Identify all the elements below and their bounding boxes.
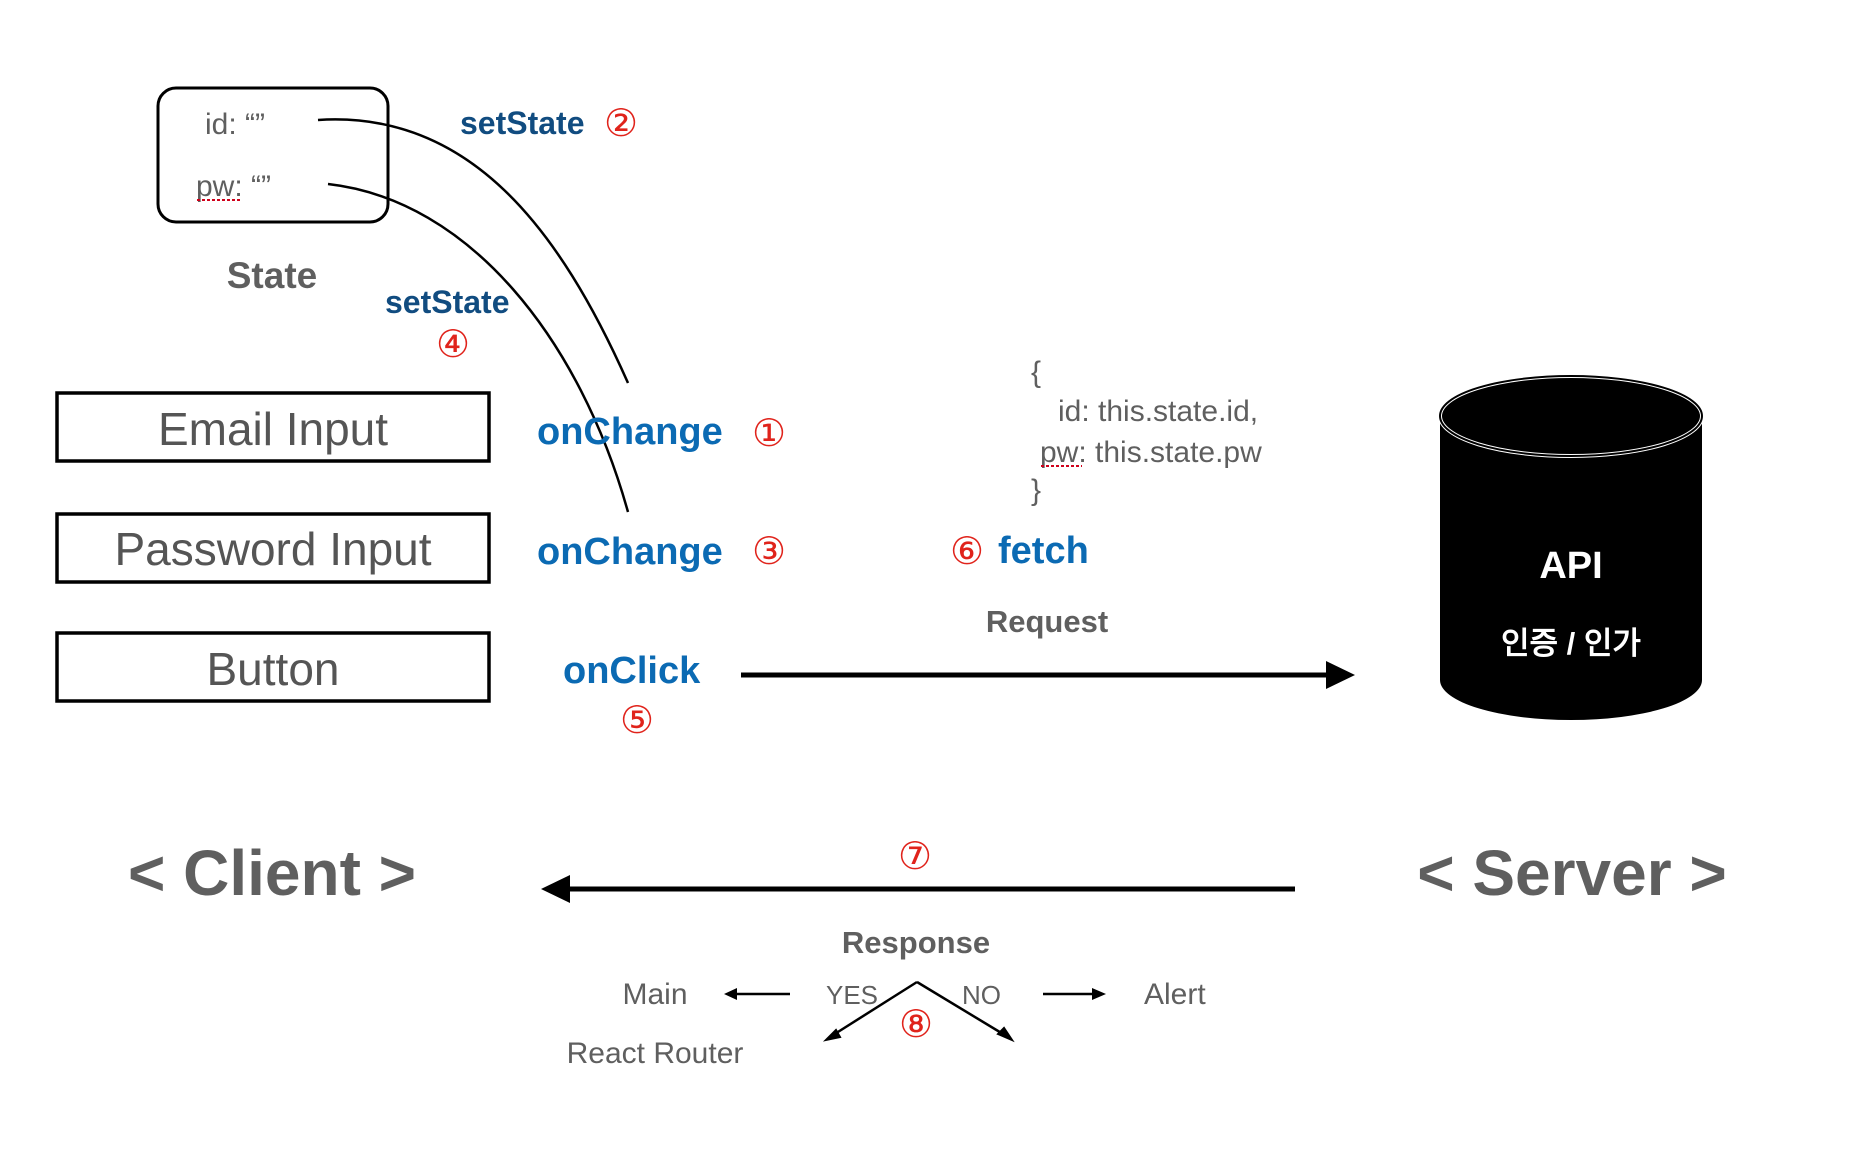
step-6-marker: ⑥: [950, 531, 984, 573]
state-box: id: “” pw: “”: [156, 86, 390, 224]
main-label: Main: [622, 978, 687, 1011]
email-input-label: Email Input: [158, 403, 388, 455]
request-label: Request: [986, 604, 1108, 639]
setstate-curve-1: [317, 118, 630, 384]
state-caption: State: [227, 255, 317, 296]
step-3-marker: ③: [752, 531, 786, 573]
step-7-marker: ⑦: [898, 836, 932, 878]
state-id-field: id: “”: [205, 108, 265, 141]
step-8-marker: ⑧: [899, 1004, 933, 1046]
state-pw-value: : “”: [234, 170, 271, 203]
response-arrowhead: [541, 875, 570, 903]
password-input-box: Password Input: [55, 512, 491, 584]
request-body-open: {: [1031, 356, 1041, 389]
step-4-marker: ④: [436, 324, 470, 366]
response-branch: [822, 980, 1015, 1043]
database-subtitle: 인증 / 인가: [1501, 626, 1641, 661]
request-body-pw-label: pw: [1040, 436, 1079, 469]
button-label: Button: [207, 643, 340, 695]
fetch-label: fetch: [998, 530, 1089, 572]
request-body: { id: this.state.id, pw: this.state.pw }: [1031, 356, 1262, 507]
onclick-label: onClick: [563, 650, 701, 692]
step-2-marker: ②: [604, 103, 638, 145]
alert-label: Alert: [1144, 978, 1206, 1011]
onchange-password-label: onChange: [537, 531, 723, 573]
state-pw-field: pw: “”: [196, 170, 271, 203]
client-title: < Client >: [128, 837, 416, 909]
request-body-close: }: [1031, 474, 1041, 507]
step-5-marker: ⑤: [620, 700, 654, 742]
email-input-box: Email Input: [55, 391, 491, 463]
setstate-curve-2: [327, 182, 630, 513]
request-body-id: id: this.state.id,: [1058, 395, 1258, 428]
database-icon: API 인증 / 인가: [1438, 374, 1704, 720]
no-label: NO: [962, 980, 1001, 1010]
setstate-label-2: setState: [460, 105, 585, 141]
button-box: Button: [55, 631, 491, 703]
onchange-email-label: onChange: [537, 411, 723, 453]
react-router-label: React Router: [567, 1037, 744, 1070]
main-arrowhead: [724, 988, 737, 1000]
step-1-marker: ①: [752, 413, 786, 455]
database-title: API: [1539, 545, 1602, 587]
server-title: < Server >: [1417, 837, 1727, 909]
setstate-label-4: setState: [385, 284, 510, 320]
request-arrowhead: [1326, 661, 1355, 689]
response-label: Response: [842, 925, 990, 960]
request-body-pw: pw: this.state.pw: [1040, 436, 1262, 469]
alert-arrowhead: [1092, 988, 1106, 1000]
request-body-pw-value: : this.state.pw: [1078, 436, 1262, 469]
password-input-label: Password Input: [114, 523, 431, 575]
state-pw-label: pw: [196, 170, 235, 203]
yes-label: YES: [826, 980, 878, 1010]
